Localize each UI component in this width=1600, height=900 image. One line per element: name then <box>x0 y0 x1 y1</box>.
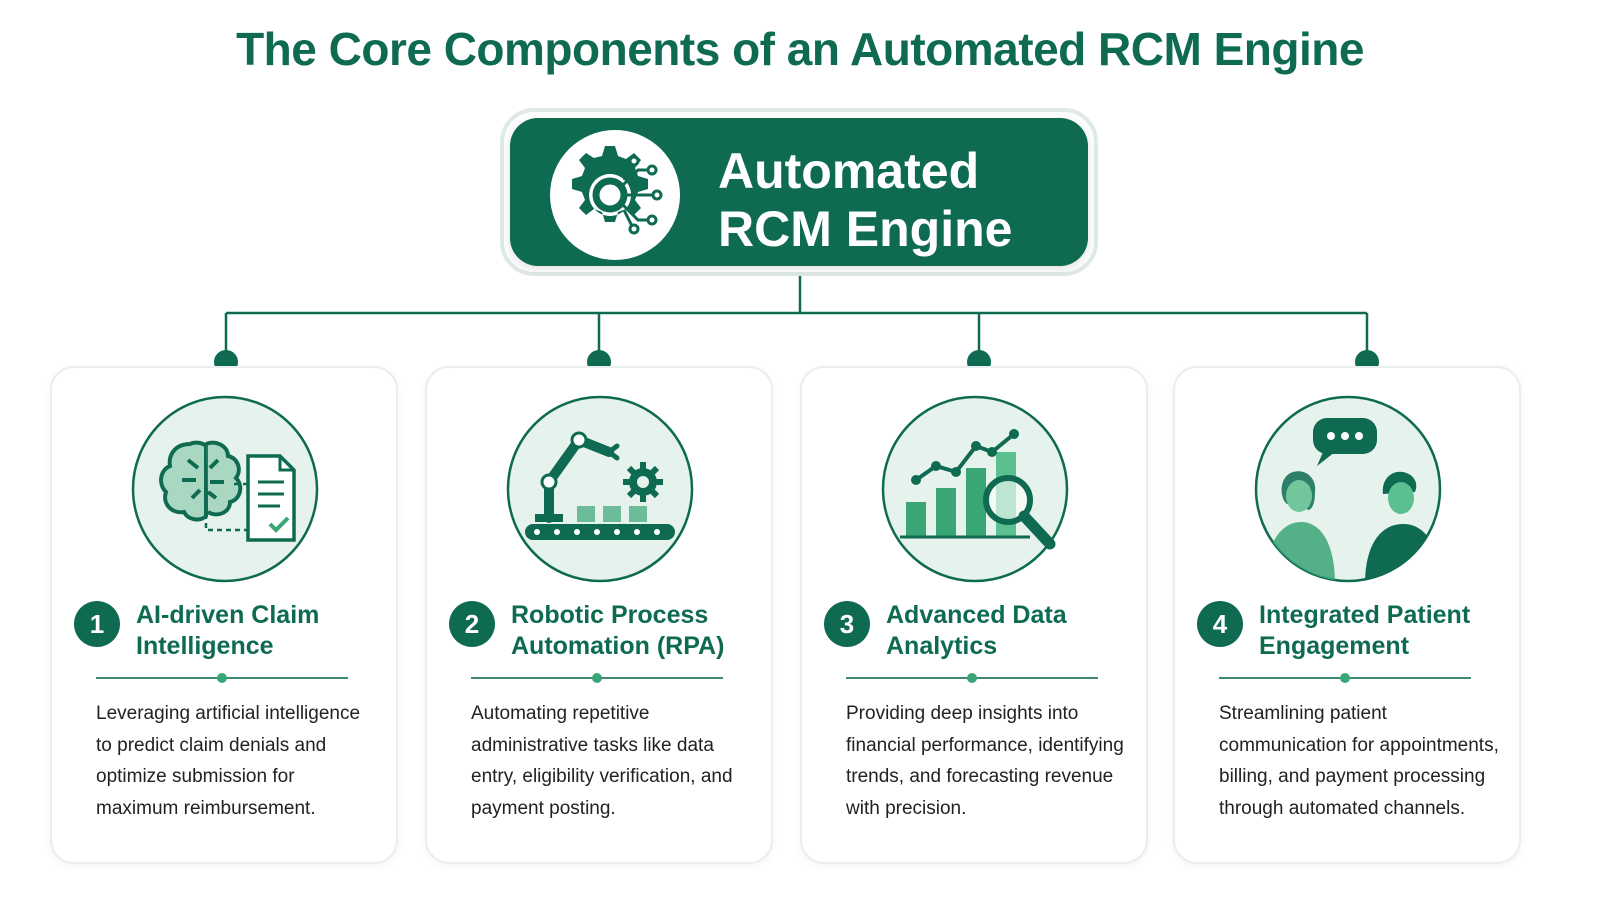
component-description: Providing deep insights into financial p… <box>846 703 1124 819</box>
component-card-ai-claim-intelligence: 1 AI-driven Claim Intelligence Leveragin… <box>50 366 398 864</box>
patient-chat-icon <box>1253 394 1443 584</box>
brain-document-icon <box>130 394 320 584</box>
component-description: Leveraging artificial intelligence to pr… <box>96 703 361 819</box>
gear-circuit-icon <box>550 130 680 260</box>
step-number: 4 <box>1197 601 1243 647</box>
divider <box>471 673 723 683</box>
component-title: Robotic Process Automation (RPA) <box>511 601 725 660</box>
page-title: The Core Components of an Automated RCM … <box>236 23 1364 75</box>
step-number: 3 <box>824 601 870 647</box>
component-description: Automating repetitive administrative tas… <box>471 703 733 819</box>
hub-box: Automated RCM Engine <box>500 108 1098 276</box>
chart-magnifier-icon <box>880 394 1070 584</box>
robot-arm-conveyor-icon <box>505 394 695 584</box>
component-card-patient-engagement: 4 Integrated Patient Engagement Streamli… <box>1173 366 1521 864</box>
component-title: AI-driven Claim Intelligence <box>136 601 320 660</box>
component-title: Advanced Data Analytics <box>886 601 1067 660</box>
component-description: Streamlining patient communication for a… <box>1219 703 1499 819</box>
step-number: 2 <box>449 601 495 647</box>
hub-panel: Automated RCM Engine <box>510 118 1088 266</box>
component-card-rpa: 2 Robotic Process Automation (RPA) Autom… <box>425 366 773 864</box>
hub-title: Automated RCM Engine <box>718 143 1013 257</box>
component-title: Integrated Patient Engagement <box>1259 601 1471 660</box>
divider <box>1219 673 1471 683</box>
step-number: 1 <box>74 601 120 647</box>
component-card-data-analytics: 3 Advanced Data Analytics Providing deep… <box>800 366 1148 864</box>
divider <box>846 673 1098 683</box>
divider <box>96 673 348 683</box>
